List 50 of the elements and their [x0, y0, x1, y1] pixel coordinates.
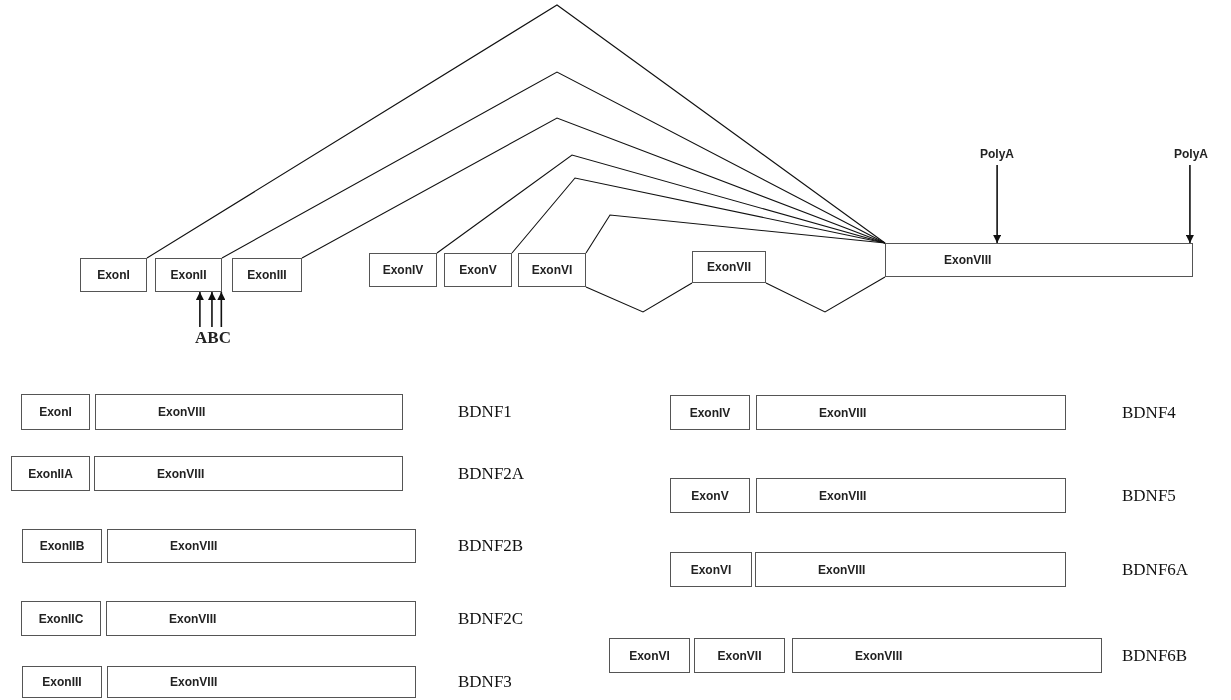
exon-box: ExonIII [22, 666, 102, 698]
splice-line [221, 71, 886, 259]
transcript-label: BDNF3 [458, 672, 512, 692]
arrow [1185, 164, 1194, 244]
exon-box: ExonVI [609, 638, 690, 673]
exon-box: ExonIIA [11, 456, 90, 491]
exon-box: ExonV [670, 478, 750, 513]
polya-label: PolyA [1166, 146, 1216, 162]
polya-label: PolyA [972, 146, 1022, 162]
exon-box: ExonVIII [95, 394, 403, 430]
arrow [217, 291, 226, 328]
splice-line [146, 4, 886, 259]
exon-box: ExonVIII [792, 638, 1102, 673]
transcript-label: BDNF5 [1122, 485, 1176, 506]
exon-box: ExonI [80, 258, 147, 292]
exon-box: ExonVIII [94, 456, 403, 491]
exon-box: ExonVIII [756, 478, 1066, 513]
transcript-label: BDNF4 [1122, 402, 1176, 423]
exon-box: ExonIV [369, 253, 437, 287]
exon-box: ExonVII [694, 638, 785, 673]
splice-line [585, 282, 693, 313]
exon-box: ExonIIC [21, 601, 101, 636]
exon-box: ExonVIII [107, 529, 416, 563]
exon-box: ExonVI [670, 552, 752, 587]
exon-box: ExonIIB [22, 529, 102, 563]
transcript-label: BDNF2C [458, 608, 524, 629]
arrow [993, 164, 1002, 244]
splice-line [301, 117, 886, 259]
exon-box: ExonIII [232, 258, 302, 292]
arrow [207, 291, 216, 328]
exon-box: ExonIV [670, 395, 750, 430]
exon-box: ExonII [155, 258, 222, 292]
exon-box: ExonVIII [106, 601, 416, 636]
exon-box: ExonVIII [885, 243, 1193, 277]
transcript-label: BDNF6B [1122, 645, 1188, 666]
exon-box: ExonVIII [107, 666, 416, 698]
splice-line [585, 214, 886, 254]
site-label: ABC [188, 328, 238, 348]
exon-box: ExonV [444, 253, 512, 287]
splice-line [765, 276, 886, 313]
exon-box: ExonVI [518, 253, 586, 287]
exon-box: ExonVII [692, 251, 766, 283]
exon-box: ExonI [21, 394, 90, 430]
transcript-label: BDNF1 [458, 402, 512, 422]
transcript-label: BDNF2B [458, 536, 524, 556]
arrow [195, 291, 204, 328]
transcript-label: BDNF6A [1122, 559, 1189, 580]
exon-box: ExonVIII [755, 552, 1066, 587]
exon-box: ExonVIII [756, 395, 1066, 430]
transcript-label: BDNF2A [458, 463, 525, 484]
